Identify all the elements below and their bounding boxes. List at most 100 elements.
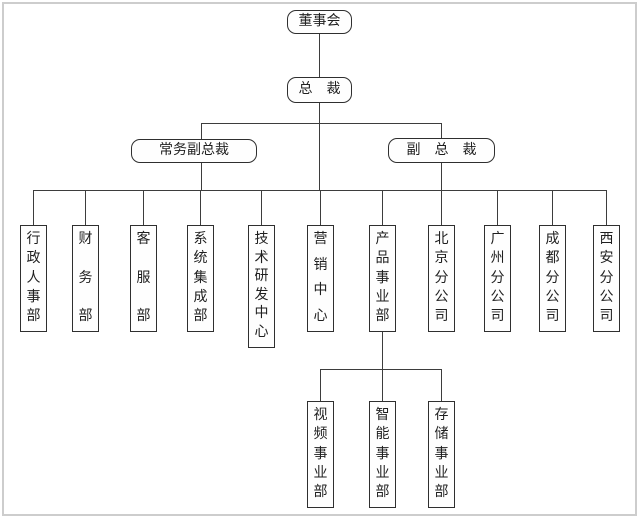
node-char: 事 xyxy=(313,446,328,462)
org-node-subunit-storage: 存储事业部 xyxy=(428,401,455,508)
node-char: 公 xyxy=(545,289,560,305)
node-char: 客 xyxy=(136,232,151,247)
node-char: 部 xyxy=(26,309,41,324)
connector-dept-stub-7 xyxy=(382,190,383,225)
org-node-dept-guangzhou-branch: 广州分公司 xyxy=(484,225,511,332)
connector-dept-stub-3 xyxy=(143,190,144,225)
node-char: 部 xyxy=(136,309,151,324)
org-node-dept-customer-service: 客服部 xyxy=(130,225,157,332)
node-char: 事 xyxy=(26,289,41,305)
node-char: 分 xyxy=(434,270,449,286)
node-char: 业 xyxy=(313,465,328,481)
node-char: 术 xyxy=(254,250,269,266)
node-char: 人 xyxy=(26,270,41,286)
connector-dept-stub-5 xyxy=(261,190,262,225)
connector-product-down xyxy=(382,332,383,369)
connector-dept-stub-4 xyxy=(200,190,201,225)
node-char: 中 xyxy=(313,283,328,299)
connector-evp-bottom xyxy=(201,162,202,190)
node-char: 司 xyxy=(490,309,505,324)
org-node-dept-product-division: 产品事业部 xyxy=(369,225,396,332)
org-node-dept-beijing-branch: 北京分公司 xyxy=(428,225,455,332)
connector-evp-top xyxy=(201,123,202,139)
node-char: 中 xyxy=(254,306,269,322)
node-char: 司 xyxy=(434,309,449,324)
node-char: 司 xyxy=(545,309,560,324)
connector-subunit-stub-1 xyxy=(320,369,321,401)
node-char: 公 xyxy=(434,289,449,305)
org-node-board-label: 董事会 xyxy=(298,14,341,29)
node-char: 务 xyxy=(78,270,93,286)
node-char: 事 xyxy=(375,270,390,286)
node-char: 京 xyxy=(434,251,449,267)
org-node-executive-vp-label: 常务副总裁 xyxy=(159,143,229,158)
connector-dept-stub-6 xyxy=(320,190,321,225)
node-char: 储 xyxy=(434,427,449,443)
org-node-dept-rd-center: 技术研发中心 xyxy=(248,225,275,348)
connector-dept-stub-10 xyxy=(552,190,553,225)
node-char: 分 xyxy=(490,270,505,286)
node-char: 北 xyxy=(434,232,449,247)
node-char: 广 xyxy=(490,232,505,247)
node-char: 营 xyxy=(313,232,328,247)
connector-dept-stub-2 xyxy=(85,190,86,225)
node-char: 部 xyxy=(78,309,93,324)
org-node-dept-chengdu-branch: 成都分公司 xyxy=(539,225,566,332)
node-char: 西 xyxy=(599,232,614,247)
node-char: 集 xyxy=(193,270,208,286)
node-char: 销 xyxy=(313,257,328,273)
node-char: 政 xyxy=(26,251,41,267)
node-char: 业 xyxy=(375,465,390,481)
node-char: 州 xyxy=(490,251,505,267)
org-node-subunit-intelligent: 智能事业部 xyxy=(369,401,396,508)
org-node-president-label: 总 裁 xyxy=(298,82,341,97)
node-char: 行 xyxy=(26,232,41,247)
connector-dept-stub-8 xyxy=(441,190,442,225)
node-char: 都 xyxy=(545,251,560,267)
org-node-dept-marketing-center: 营销中心 xyxy=(307,225,334,332)
connector-subunit-horizontal xyxy=(320,369,442,370)
org-node-president: 总 裁 xyxy=(287,77,352,103)
connector-president-down xyxy=(319,103,320,190)
node-char: 成 xyxy=(545,232,560,247)
node-char: 公 xyxy=(490,289,505,305)
org-node-dept-system-integration: 系统集成部 xyxy=(187,225,214,332)
node-char: 服 xyxy=(136,270,151,286)
node-char: 事 xyxy=(375,446,390,462)
connector-vp-bottom xyxy=(441,162,442,190)
node-char: 产 xyxy=(375,232,390,247)
node-char: 分 xyxy=(545,270,560,286)
org-node-vp-label: 副 总 裁 xyxy=(406,142,477,158)
node-char: 智 xyxy=(375,408,390,423)
node-char: 安 xyxy=(599,251,614,267)
node-char: 频 xyxy=(313,427,328,443)
node-char: 品 xyxy=(375,251,390,267)
node-char: 业 xyxy=(375,289,390,305)
node-char: 存 xyxy=(434,408,449,423)
node-char: 系 xyxy=(193,232,208,247)
node-char: 统 xyxy=(193,251,208,267)
org-node-board: 董事会 xyxy=(287,10,352,34)
org-node-subunit-video: 视频事业部 xyxy=(307,401,334,508)
node-char: 公 xyxy=(599,289,614,305)
node-char: 业 xyxy=(434,465,449,481)
node-char: 部 xyxy=(193,309,208,324)
connector-board-president xyxy=(319,34,320,77)
node-char: 研 xyxy=(254,269,269,285)
connector-dept-stub-11 xyxy=(606,190,607,225)
node-char: 部 xyxy=(375,485,390,500)
node-char: 发 xyxy=(254,287,269,303)
org-node-dept-xian-branch: 西安分公司 xyxy=(593,225,620,332)
node-char: 事 xyxy=(434,446,449,462)
node-char: 部 xyxy=(434,485,449,500)
connector-vp-top xyxy=(441,123,442,138)
node-char: 成 xyxy=(193,289,208,305)
connector-subunit-stub-2 xyxy=(382,369,383,401)
node-char: 能 xyxy=(375,427,390,443)
node-char: 部 xyxy=(313,485,328,500)
node-char: 部 xyxy=(375,309,390,324)
node-char: 技 xyxy=(254,232,269,247)
connector-exec-horizontal xyxy=(201,123,442,124)
node-char: 财 xyxy=(78,232,93,247)
